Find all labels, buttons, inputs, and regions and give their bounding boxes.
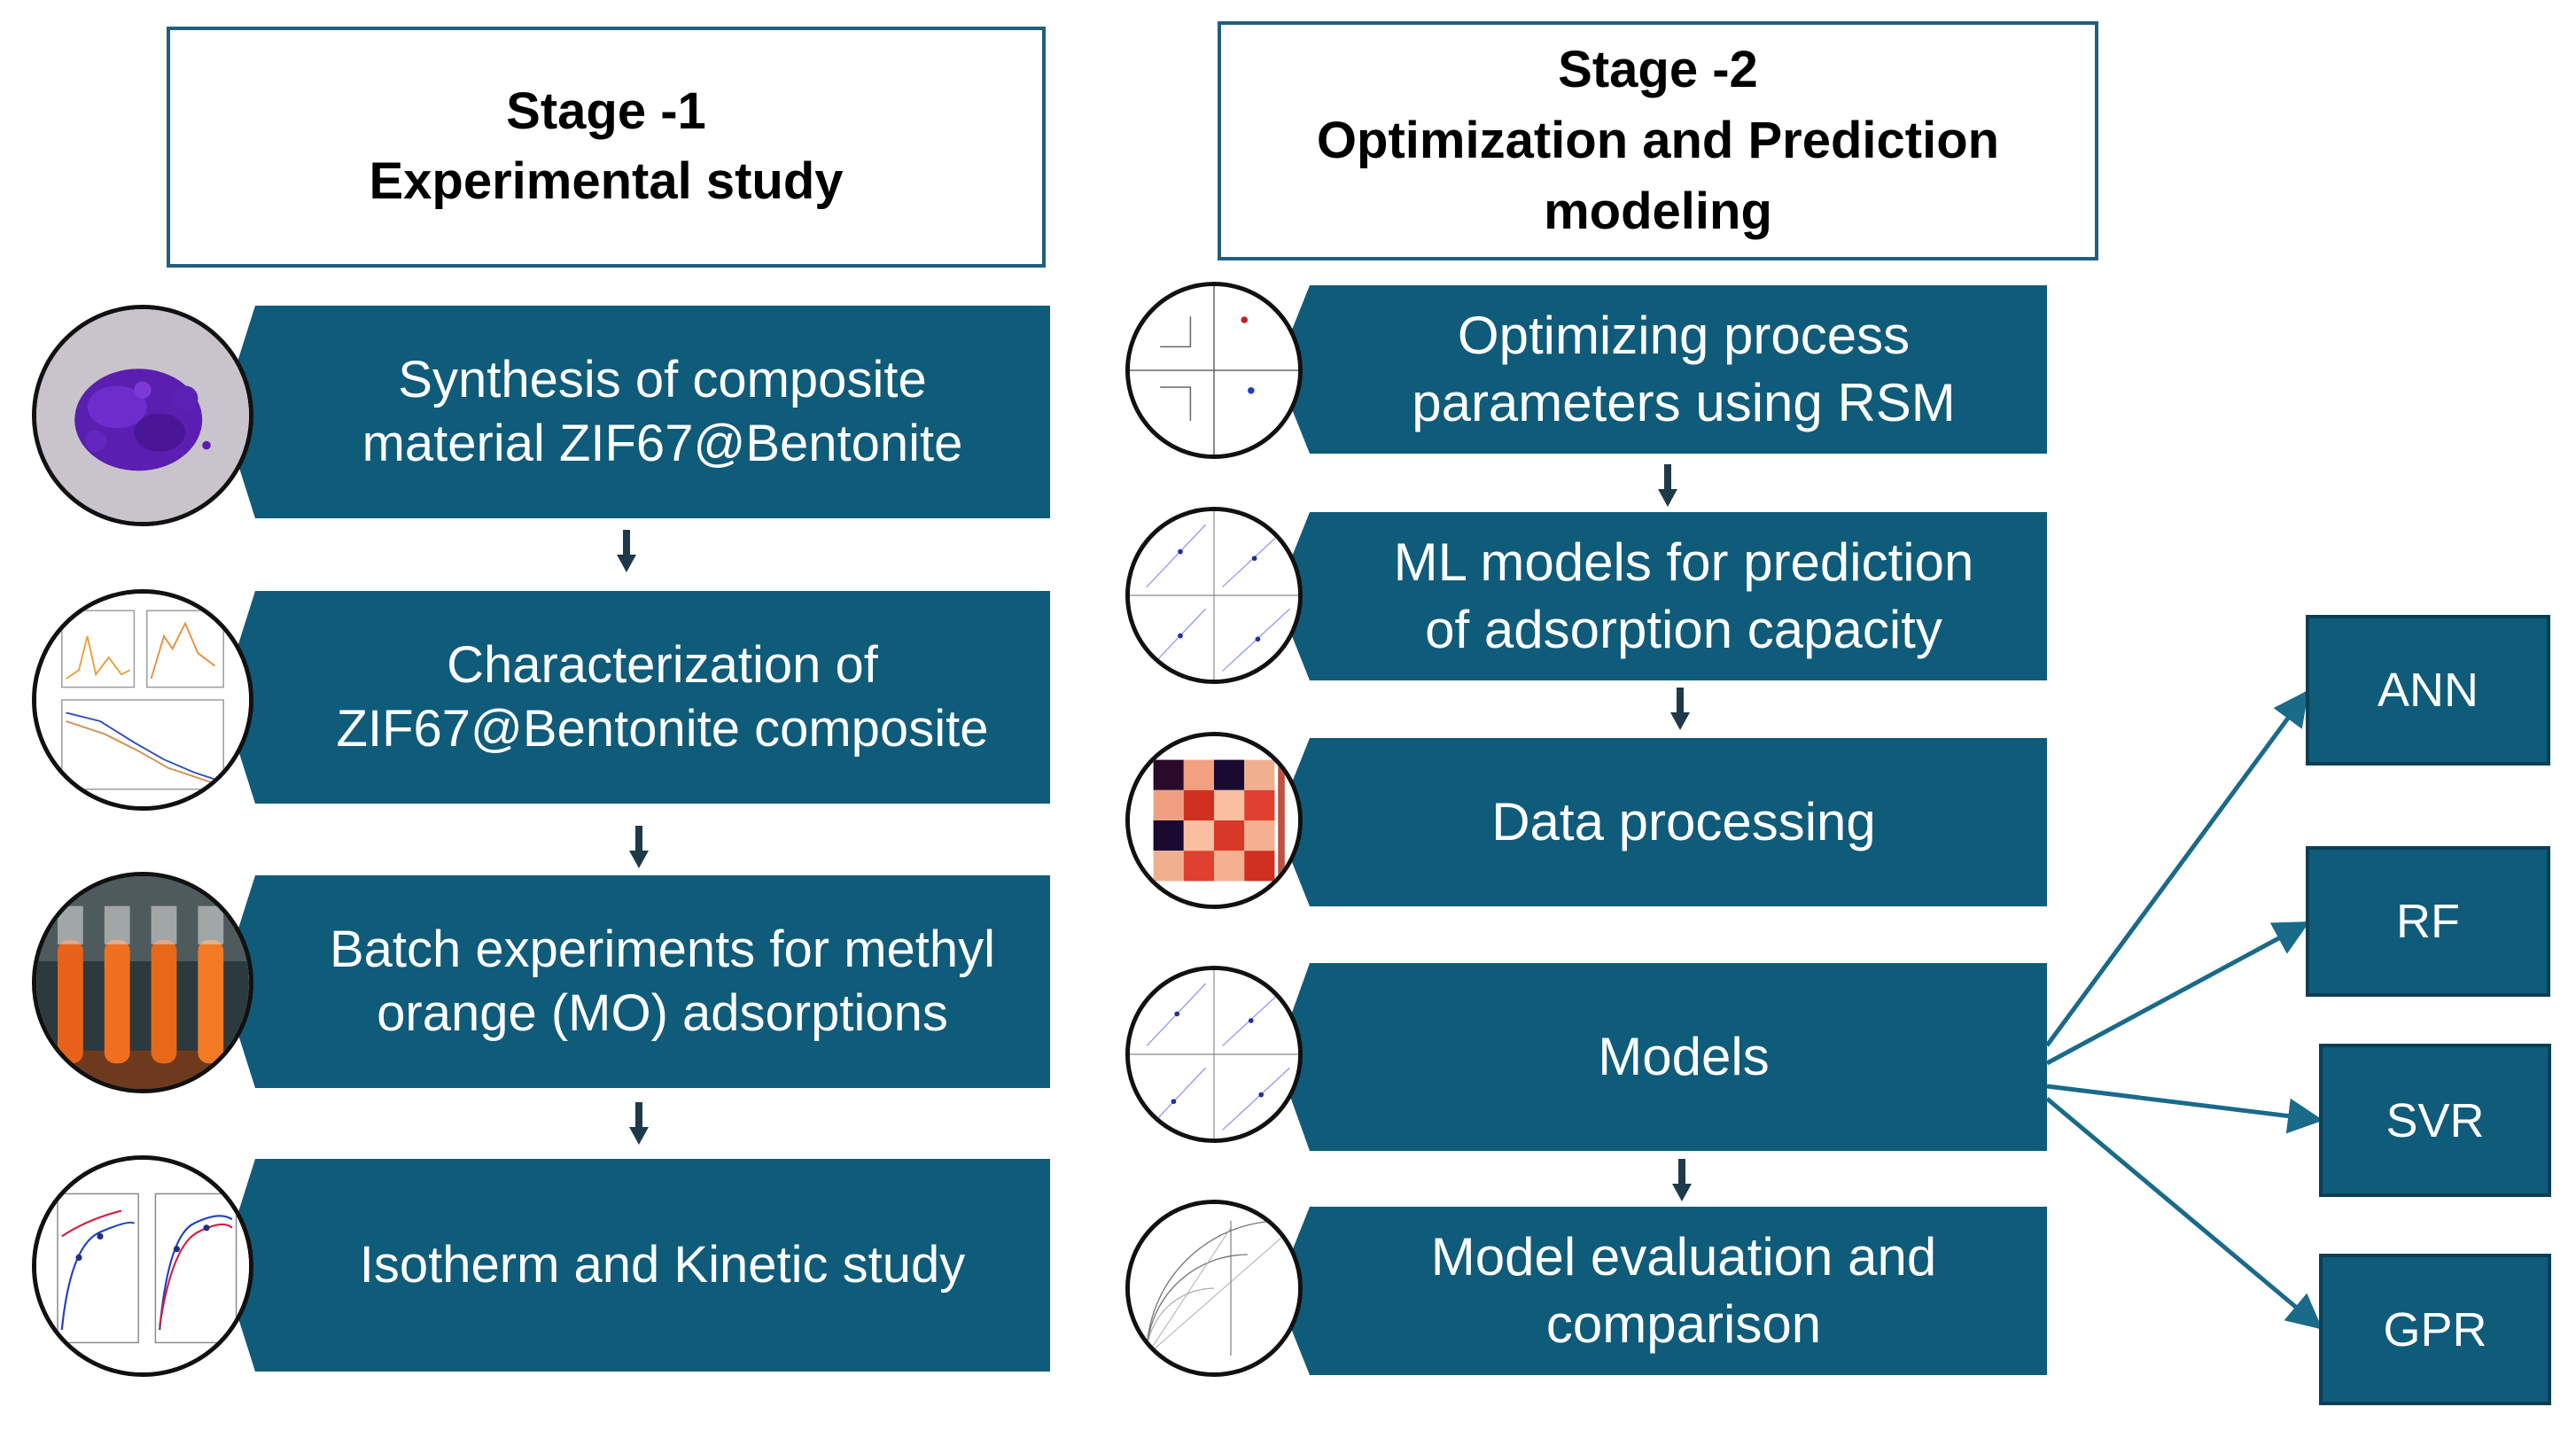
step-text-line1: Characterization of xyxy=(447,636,878,695)
taylor-diagram-thumbnail xyxy=(1125,1200,1303,1377)
model-label: SVR xyxy=(2385,1093,2485,1147)
stage2-step-rsm: Optimizing process parameters using RSM xyxy=(1276,285,2047,454)
arrow-down-icon xyxy=(1658,464,1677,509)
stage2-step-models: Models xyxy=(1276,963,2047,1151)
stage1-step-batch: Batch experiments for methyl orange (MO)… xyxy=(222,875,1050,1088)
connector-rf xyxy=(2045,921,2310,1066)
step-text-line1: Data processing xyxy=(1491,792,1876,852)
stage1-step-characterization: Characterization of ZIF67@Bentonite comp… xyxy=(222,591,1050,804)
stage2-subtitle-line2: modeling xyxy=(1544,183,1772,241)
stage1-header: Stage -1 Experimental study xyxy=(167,27,1046,268)
step-text-line2: material ZIF67@Bentonite xyxy=(362,415,963,472)
model-svr-box: SVR xyxy=(2319,1044,2551,1197)
arrow-down-icon xyxy=(629,1102,649,1146)
synthesis-powder-thumbnail xyxy=(32,305,253,526)
step-text-line1: Models xyxy=(1598,1027,1770,1087)
step-text-line1: Optimizing process xyxy=(1457,306,1911,366)
ml-scatter-thumbnail xyxy=(1125,507,1303,684)
step-text-line1: Synthesis of composite xyxy=(398,351,927,409)
model-label: ANN xyxy=(2377,664,2479,717)
step-text-line2: orange (MO) adsorptions xyxy=(377,984,948,1042)
model-label: GPR xyxy=(2383,1302,2487,1356)
connector-gpr xyxy=(2045,1097,2323,1330)
stage2-subtitle-line1: Optimization and Prediction xyxy=(1316,111,2000,169)
arrow-down-icon xyxy=(1670,688,1690,732)
model-label: RF xyxy=(2396,895,2460,948)
stage2-step-evaluation: Model evaluation and comparison xyxy=(1276,1207,2047,1375)
model-rf-box: RF xyxy=(2306,846,2550,997)
stage2-step-data-processing: Data processing xyxy=(1276,738,2047,906)
step-text-line1: Model evaluation and xyxy=(1430,1227,1937,1287)
arrow-down-icon xyxy=(1672,1159,1692,1203)
isotherm-kinetic-plots-thumbnail xyxy=(32,1155,253,1377)
batch-test-tubes-thumbnail xyxy=(32,872,253,1093)
stage1-subtitle: Experimental study xyxy=(369,152,844,210)
stage1-title: Stage -1 xyxy=(506,82,706,141)
stage2-step-ml-models: ML models for prediction of adsorption c… xyxy=(1276,512,2047,680)
stage1-step-isotherm: Isotherm and Kinetic study xyxy=(222,1159,1050,1372)
model-gpr-box: GPR xyxy=(2319,1254,2551,1405)
arrow-down-icon xyxy=(617,530,636,574)
characterization-plots-thumbnail xyxy=(32,589,253,811)
connector-svr xyxy=(2046,1084,2323,1134)
connector-ann xyxy=(2044,689,2309,1047)
step-text-line1: ML models for prediction xyxy=(1393,532,1974,593)
step-text-line1: Isotherm and Kinetic study xyxy=(359,1236,966,1294)
step-text-line1: Batch experiments for methyl xyxy=(329,921,996,979)
correlation-heatmap-thumbnail xyxy=(1125,732,1303,909)
rsm-contour-thumbnail xyxy=(1125,282,1303,459)
model-ann-box: ANN xyxy=(2306,615,2550,766)
step-text-line2: comparison xyxy=(1545,1294,1822,1354)
step-text-line2: ZIF67@Bentonite composite xyxy=(336,700,989,758)
step-text-line2: parameters using RSM xyxy=(1412,373,1956,432)
models-scatter-thumbnail xyxy=(1125,966,1303,1143)
arrow-down-icon xyxy=(629,826,649,870)
stage2-header: Stage -2 Optimization and Prediction mod… xyxy=(1218,21,2098,260)
stage1-step-synthesis: Synthesis of composite material ZIF67@Be… xyxy=(222,306,1050,518)
stage2-title: Stage -2 xyxy=(1558,40,1758,98)
step-text-line2: of adsorption capacity xyxy=(1425,600,1942,659)
